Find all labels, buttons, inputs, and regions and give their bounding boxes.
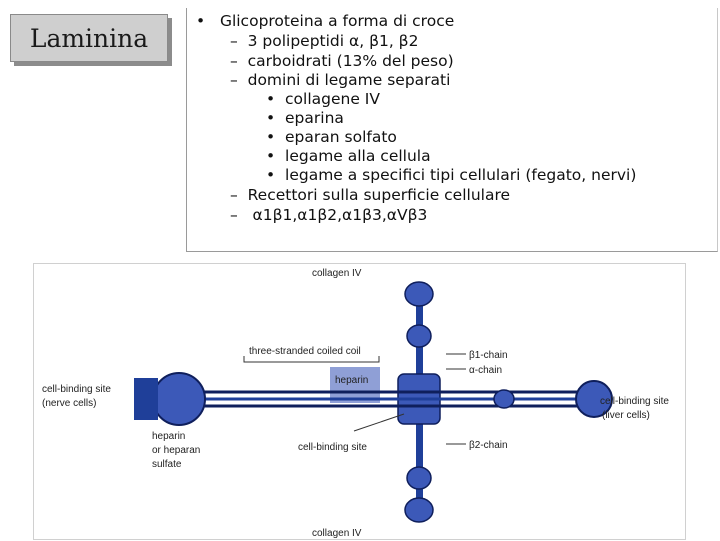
label-cell-binding-left-2: (nerve cells) [42, 398, 96, 409]
bullet-text: Glicoproteina a forma di croce [219, 12, 455, 30]
label-cell-binding-center: cell-binding site [298, 442, 367, 453]
label-alpha-chain: α-chain [469, 365, 502, 376]
label-b2-chain: β2-chain [469, 440, 508, 451]
bullet-line-3: – carboidrati (13% del peso) [230, 52, 454, 70]
bullet-text: collagene IV [285, 90, 380, 108]
center-site-pointer [353, 413, 405, 432]
bullet-line-9: • legame a specifici tipi cellulari (feg… [266, 166, 637, 184]
bottom-domain-1 [406, 466, 432, 490]
label-heparin-or-2: or heparan [152, 445, 200, 456]
top-domain-2 [406, 324, 432, 348]
label-heparin-or-1: heparin [152, 431, 185, 442]
bullet-text: domini di legame separati [247, 71, 451, 89]
bullet-line-7: • eparan solfato [266, 128, 397, 146]
label-collagen-top: collagen IV [312, 268, 362, 279]
laminin-diagram-svg: collagen IV collagen IV three-stranded c… [42, 268, 669, 539]
bullet-text: Recettori sulla superficie cellulare [247, 186, 511, 204]
bullet-line-1: • Glicoproteina a forma di croce [196, 12, 455, 30]
label-cell-binding-right-1: cell-binding site [600, 396, 669, 407]
left-globular-domain [152, 372, 206, 426]
slide-title: Laminina [29, 23, 149, 53]
laminin-diagram: collagen IV collagen IV three-stranded c… [33, 263, 686, 540]
bullet-text: legame a specifici tipi cellulari (fegat… [285, 166, 637, 184]
left-domain-connector [134, 378, 158, 420]
bullet-text: eparina [285, 109, 344, 127]
bullet-line-11: – α1β1,α1β2,α1β3,αVβ3 [230, 206, 428, 224]
label-cell-binding-left-1: cell-binding site [42, 384, 111, 395]
right-globular-domain [575, 380, 613, 418]
right-mid-domain [493, 389, 515, 409]
bullet-line-8: • legame alla cellula [266, 147, 431, 165]
label-collagen-bottom: collagen IV [312, 528, 362, 539]
bullet-text: carboidrati (13% del peso) [247, 52, 454, 70]
heparin-box [330, 367, 380, 403]
label-coiled-coil: three-stranded coiled coil [249, 346, 361, 357]
label-heparin: heparin [335, 375, 368, 386]
bullet-text: eparan solfato [285, 128, 397, 146]
label-cell-binding-right-2: (liver cells) [602, 410, 650, 421]
bullet-text: α1β1,α1β2,α1β3,αVβ3 [252, 206, 428, 224]
top-domain-1 [404, 281, 434, 307]
bullet-panel [186, 8, 718, 252]
bullet-line-5: • collagene IV [266, 90, 380, 108]
label-b1-chain: β1-chain [469, 350, 508, 361]
slide-title-box: Laminina [10, 14, 168, 62]
label-heparin-or-3: sulfate [152, 459, 182, 470]
bottom-domain-2 [404, 497, 434, 523]
bullet-line-6: • eparina [266, 109, 344, 127]
bullet-text: legame alla cellula [285, 147, 431, 165]
bullet-line-10: – Recettori sulla superficie cellulare [230, 186, 511, 204]
coiled-coil-bracket [243, 356, 380, 363]
bullet-text: 3 polipeptidi α, β1, β2 [247, 32, 419, 50]
bullet-line-4: – domini di legame separati [230, 71, 451, 89]
bullet-line-2: – 3 polipeptidi α, β1, β2 [230, 32, 419, 50]
